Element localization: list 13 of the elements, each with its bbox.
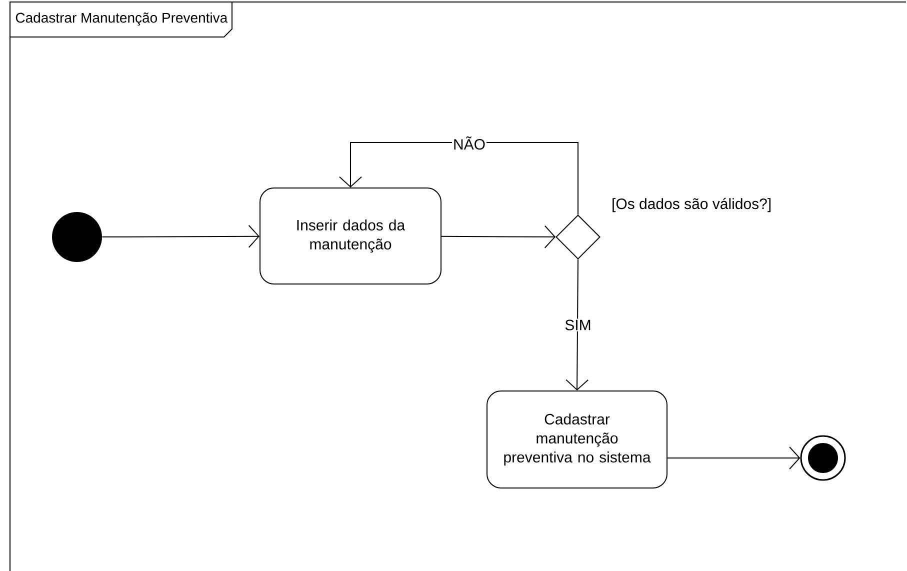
edge-label: NÃO <box>452 135 486 151</box>
arrow <box>566 259 589 390</box>
action-box: Cadastrar manutenção preventiva no sistema <box>486 390 668 488</box>
arrow <box>441 225 556 248</box>
condition-label: [Os dados são válidos?] <box>612 198 771 212</box>
edge-label: SIM <box>564 318 592 332</box>
initial-node <box>52 212 102 262</box>
arrow <box>339 142 578 215</box>
final-node <box>800 435 846 481</box>
action-box: Inserir dados da manutenção <box>260 188 442 284</box>
decision-diamond <box>556 214 600 260</box>
arrow <box>667 446 800 470</box>
arrow <box>102 224 260 248</box>
